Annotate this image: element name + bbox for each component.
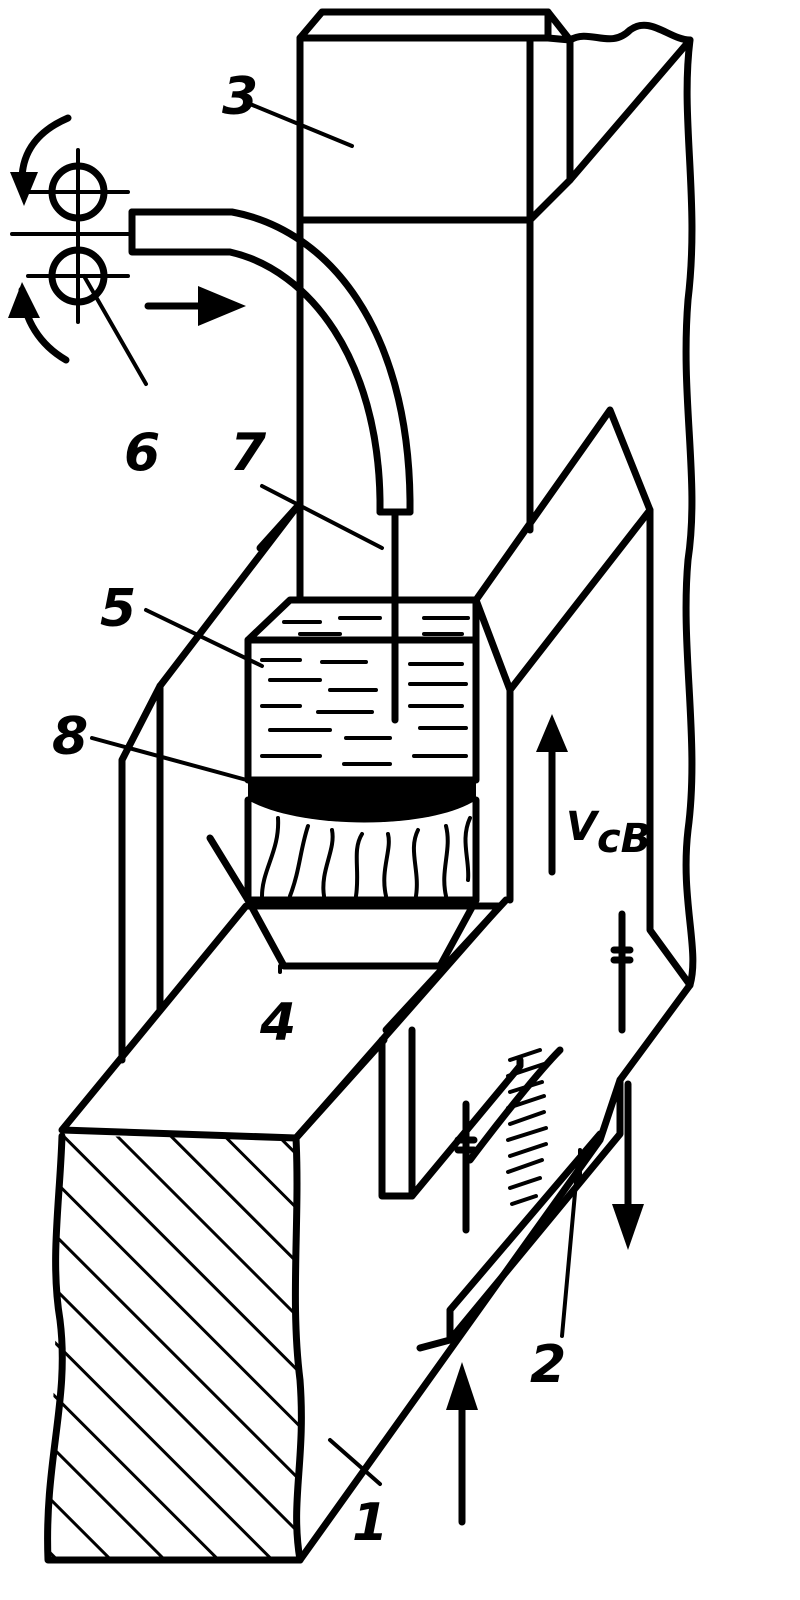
weld-base	[206, 834, 480, 970]
electrode-holder	[296, 8, 574, 604]
direction-arrow-icon	[144, 286, 246, 326]
metal-pool	[248, 780, 476, 823]
velocity-arrow	[536, 714, 568, 876]
label-7: 7	[230, 423, 267, 483]
velocity-label: VcB	[566, 804, 651, 862]
label-3: 3	[222, 67, 258, 127]
label-1: 1	[352, 1493, 388, 1553]
slag-pool	[244, 596, 480, 784]
feed-rollers-icon	[8, 114, 134, 364]
label-4: 4	[259, 993, 296, 1053]
label-5: 5	[100, 579, 136, 639]
label-8: 8	[52, 707, 88, 767]
cooling-slider-front	[118, 406, 694, 1064]
label-6: 6	[124, 423, 160, 483]
label-2: 2	[530, 1335, 566, 1395]
wire-guide-tube	[128, 208, 414, 724]
leader-lines	[82, 102, 580, 1486]
lower-slider	[378, 896, 694, 1352]
base-plate	[44, 902, 624, 1564]
direction-arrow-icon	[446, 1080, 644, 1526]
rotation-arrow-icon	[18, 114, 72, 184]
workpiece-back-break	[566, 21, 697, 989]
